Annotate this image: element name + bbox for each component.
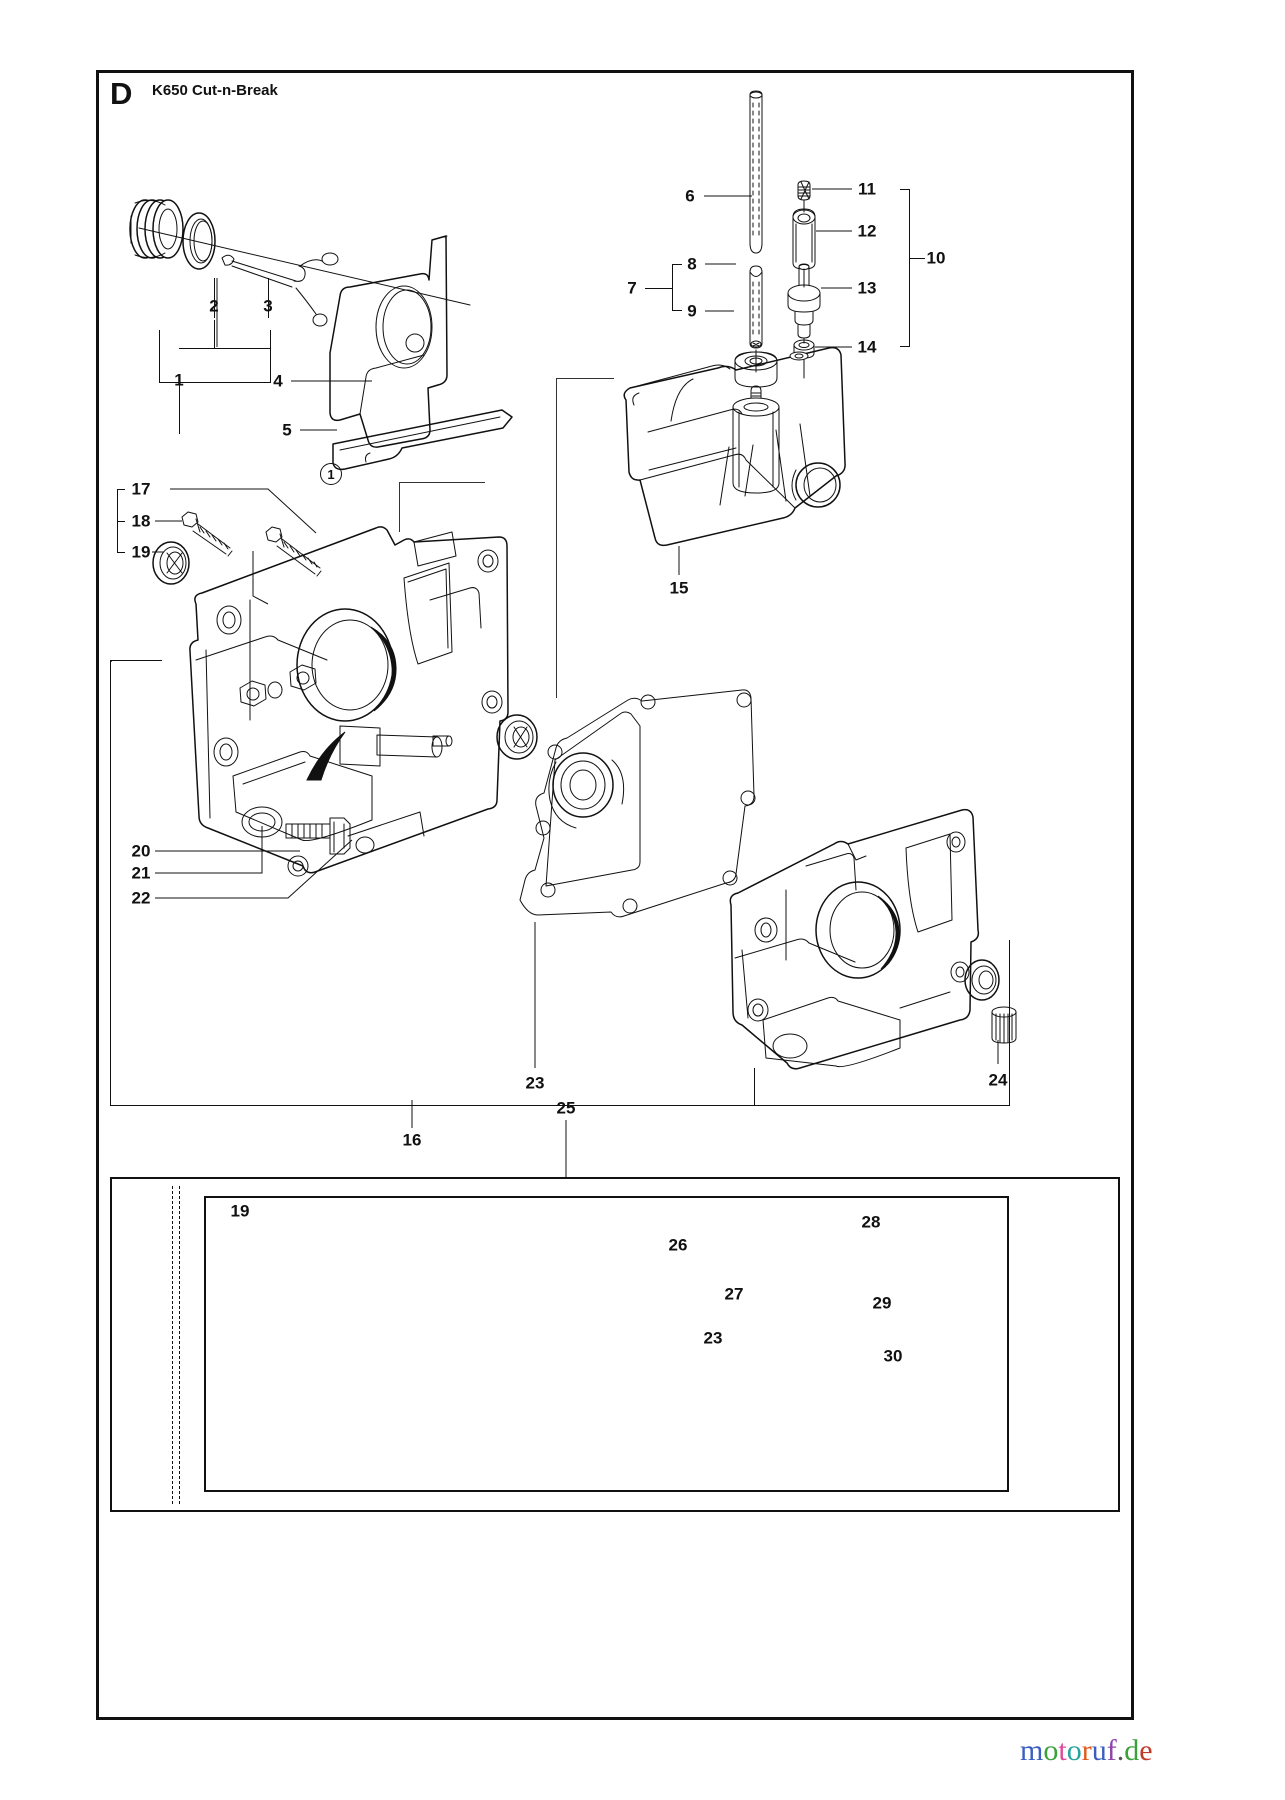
callout-24: 24 [988,1070,1008,1090]
callout-25: 25 [556,1098,576,1118]
bracket-18-tick [117,521,125,522]
callout-20: 20 [131,841,151,861]
watermark-letter: r [1081,1734,1092,1767]
callout-17: 17 [131,479,151,499]
plate-letter: D [110,76,132,111]
deflector-art [332,409,513,471]
watermark-letter: e [1139,1734,1153,1767]
callout-23: 23 [525,1073,545,1093]
bracket-1-right-stem [270,330,271,383]
bracket-7 [672,264,682,311]
bracket-1-left-stem [159,330,160,383]
watermark-letter: d [1124,1734,1140,1767]
callout-5: 5 [282,420,292,440]
group-16-bottom [110,1105,1010,1106]
kit-inner-frame-left [204,1196,206,1492]
callout-14: 14 [857,337,877,357]
page-title: K650 Cut-n-Break [152,82,278,99]
bracket-1-drop [179,382,180,434]
callout-8: 8 [687,254,697,274]
callout-23-kit: 23 [703,1328,723,1348]
bracket-10 [900,189,910,347]
region-shroud-stem [399,482,400,532]
watermark-letter: o [1043,1734,1059,1767]
label-3-stem [268,278,269,318]
callout-15: 15 [669,578,689,598]
bracket-17-tick [117,489,125,490]
hose-clamp-art [797,180,811,201]
bracket-10-lead [909,258,925,259]
label-2-stem [214,278,215,318]
kit-inner-frame-top [204,1196,1009,1198]
callout-12: 12 [857,221,877,241]
crankcase-right-art [729,808,980,1070]
fuel-cap-art [129,199,216,270]
callout-10: 10 [926,248,946,268]
kit-dashed-divider-b [179,1186,181,1504]
region-23-upper-stem [556,378,557,698]
bracket-7-lead [645,288,673,289]
kit-dashed-divider-a [172,1186,174,1504]
callout-27: 27 [724,1284,744,1304]
watermark-letter: t [1058,1734,1067,1767]
callout-7: 7 [627,278,637,298]
crankcase-screws-art [181,511,322,577]
label-2-3-tie [179,348,271,349]
label-2-tie-stem [214,320,215,348]
kit-inner-frame-right [1007,1196,1009,1492]
callout-6: 6 [685,186,695,206]
callout-1: 1 [174,370,184,390]
grommet-art [734,349,778,388]
muffler-art [623,346,846,547]
callout-29: 29 [872,1293,892,1313]
region-23-upper-top [556,378,614,379]
group-25-stem [754,1068,755,1106]
callout-2: 2 [209,296,219,316]
crankcase-gasket-art [432,689,756,918]
callout-13: 13 [857,278,877,298]
bracket-1-horizontal [159,382,271,383]
site-watermark: motoruf.de [1020,1734,1153,1768]
group-16-top [110,660,162,661]
callout-22: 22 [131,888,151,908]
fuel-filter-art [732,385,780,494]
callout-21: 21 [131,863,151,883]
watermark-letter: . [1116,1734,1125,1767]
group-16-left [110,660,111,1105]
bracket-19-tick [117,552,125,553]
callout-4: 4 [273,371,283,391]
callout-9: 9 [687,301,697,321]
watermark-letter: m [1020,1734,1044,1767]
callout-3: 3 [263,296,273,316]
callout-30: 30 [883,1346,903,1366]
callout-11: 11 [858,179,876,199]
callout-19: 19 [131,542,151,562]
watermark-letter: f [1106,1734,1117,1767]
callout-19-kit: 19 [230,1201,250,1221]
region-shroud-top [399,482,485,483]
impulse-hose-art [792,199,816,270]
assembly-group-marker: 1 [320,463,342,485]
watermark-letter: u [1091,1734,1107,1767]
fuel-hose-art [749,90,763,349]
callout-28: 28 [861,1212,881,1232]
bushing-art [964,959,1017,1044]
flange-bolt-art [285,817,351,855]
kit-inner-frame-bottom [204,1490,1009,1492]
group-16-right [1009,940,1010,1106]
callout-18: 18 [131,511,151,531]
shroud-art [329,235,448,448]
connector-nipple-art [787,263,821,339]
gasket-kit-panel [110,1177,1120,1512]
watermark-letter: o [1066,1734,1082,1767]
callout-16: 16 [402,1130,422,1150]
callout-26: 26 [668,1235,688,1255]
oil-seal-art [152,541,190,585]
